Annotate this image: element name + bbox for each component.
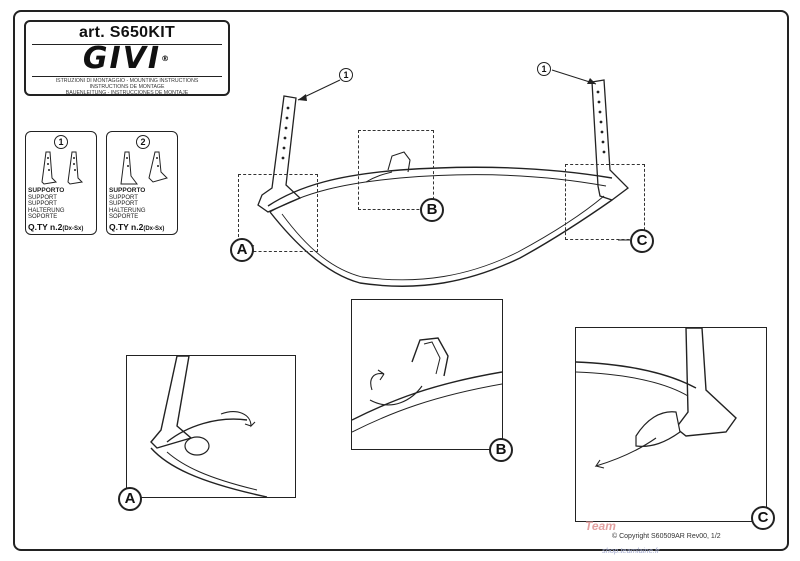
part-label-1: SUPPORTO SUPPORT SUPPORT HALTERUNG SOPOR… bbox=[28, 187, 65, 220]
detail-panel-a bbox=[126, 355, 296, 498]
part-label-2: SUPPORTO SUPPORT SUPPORT HALTERUNG SOPOR… bbox=[109, 187, 146, 220]
detail-area-c bbox=[565, 164, 645, 240]
part-box-1: 1 SUPPORTO SUPPORT SUPPORT HALTERUNG SOP… bbox=[25, 131, 97, 235]
support-bracket-icon bbox=[120, 151, 168, 185]
part-number-1: 1 bbox=[54, 135, 68, 149]
watermark-url: shop.teamlaine.fr bbox=[602, 546, 660, 555]
callout-1-left: 1 bbox=[339, 68, 353, 82]
logo-divider bbox=[32, 76, 222, 77]
part-quantity-2: Q.TY n.2(Dx-Sx) bbox=[109, 222, 165, 232]
title-block: art. S650KIT GIVI® ISTRUZIONI DI MONTAGG… bbox=[24, 20, 230, 96]
detail-area-b bbox=[358, 130, 434, 210]
part-quantity-1: Q.TY n.2(Dx-Sx) bbox=[28, 222, 84, 232]
detail-label-a: A bbox=[118, 487, 142, 511]
support-bracket-icon bbox=[41, 151, 84, 185]
detail-label-b: B bbox=[489, 438, 513, 462]
part-number-2: 2 bbox=[136, 135, 150, 149]
detail-area-a bbox=[238, 174, 318, 252]
title-divider bbox=[32, 44, 222, 45]
watermark-logo: Team bbox=[585, 519, 616, 533]
copyright-text: © Copyright S60509AR Rev00, 1/2 bbox=[612, 533, 721, 540]
callout-b: B bbox=[420, 198, 444, 222]
detail-panel-b bbox=[351, 299, 503, 450]
callout-a: A bbox=[230, 238, 254, 262]
detail-a-drawing bbox=[150, 356, 268, 497]
detail-label-c: C bbox=[751, 506, 775, 530]
givi-logo: GIVI® bbox=[82, 41, 172, 76]
detail-b-drawing bbox=[352, 337, 502, 433]
instructions-languages: ISTRUZIONI DI MONTAGGIO - MOUNTING INSTR… bbox=[55, 78, 199, 96]
article-number: art. S650KIT bbox=[78, 24, 176, 41]
callout-c: C bbox=[630, 229, 654, 253]
detail-c-drawing bbox=[576, 328, 737, 469]
callout-1-right: 1 bbox=[537, 62, 551, 76]
detail-panel-c bbox=[575, 327, 767, 522]
part-box-2: 2 SUPPORTO SUPPORT SUPPORT HALTERUNG SOP… bbox=[106, 131, 178, 235]
instruction-sheet bbox=[13, 10, 789, 551]
